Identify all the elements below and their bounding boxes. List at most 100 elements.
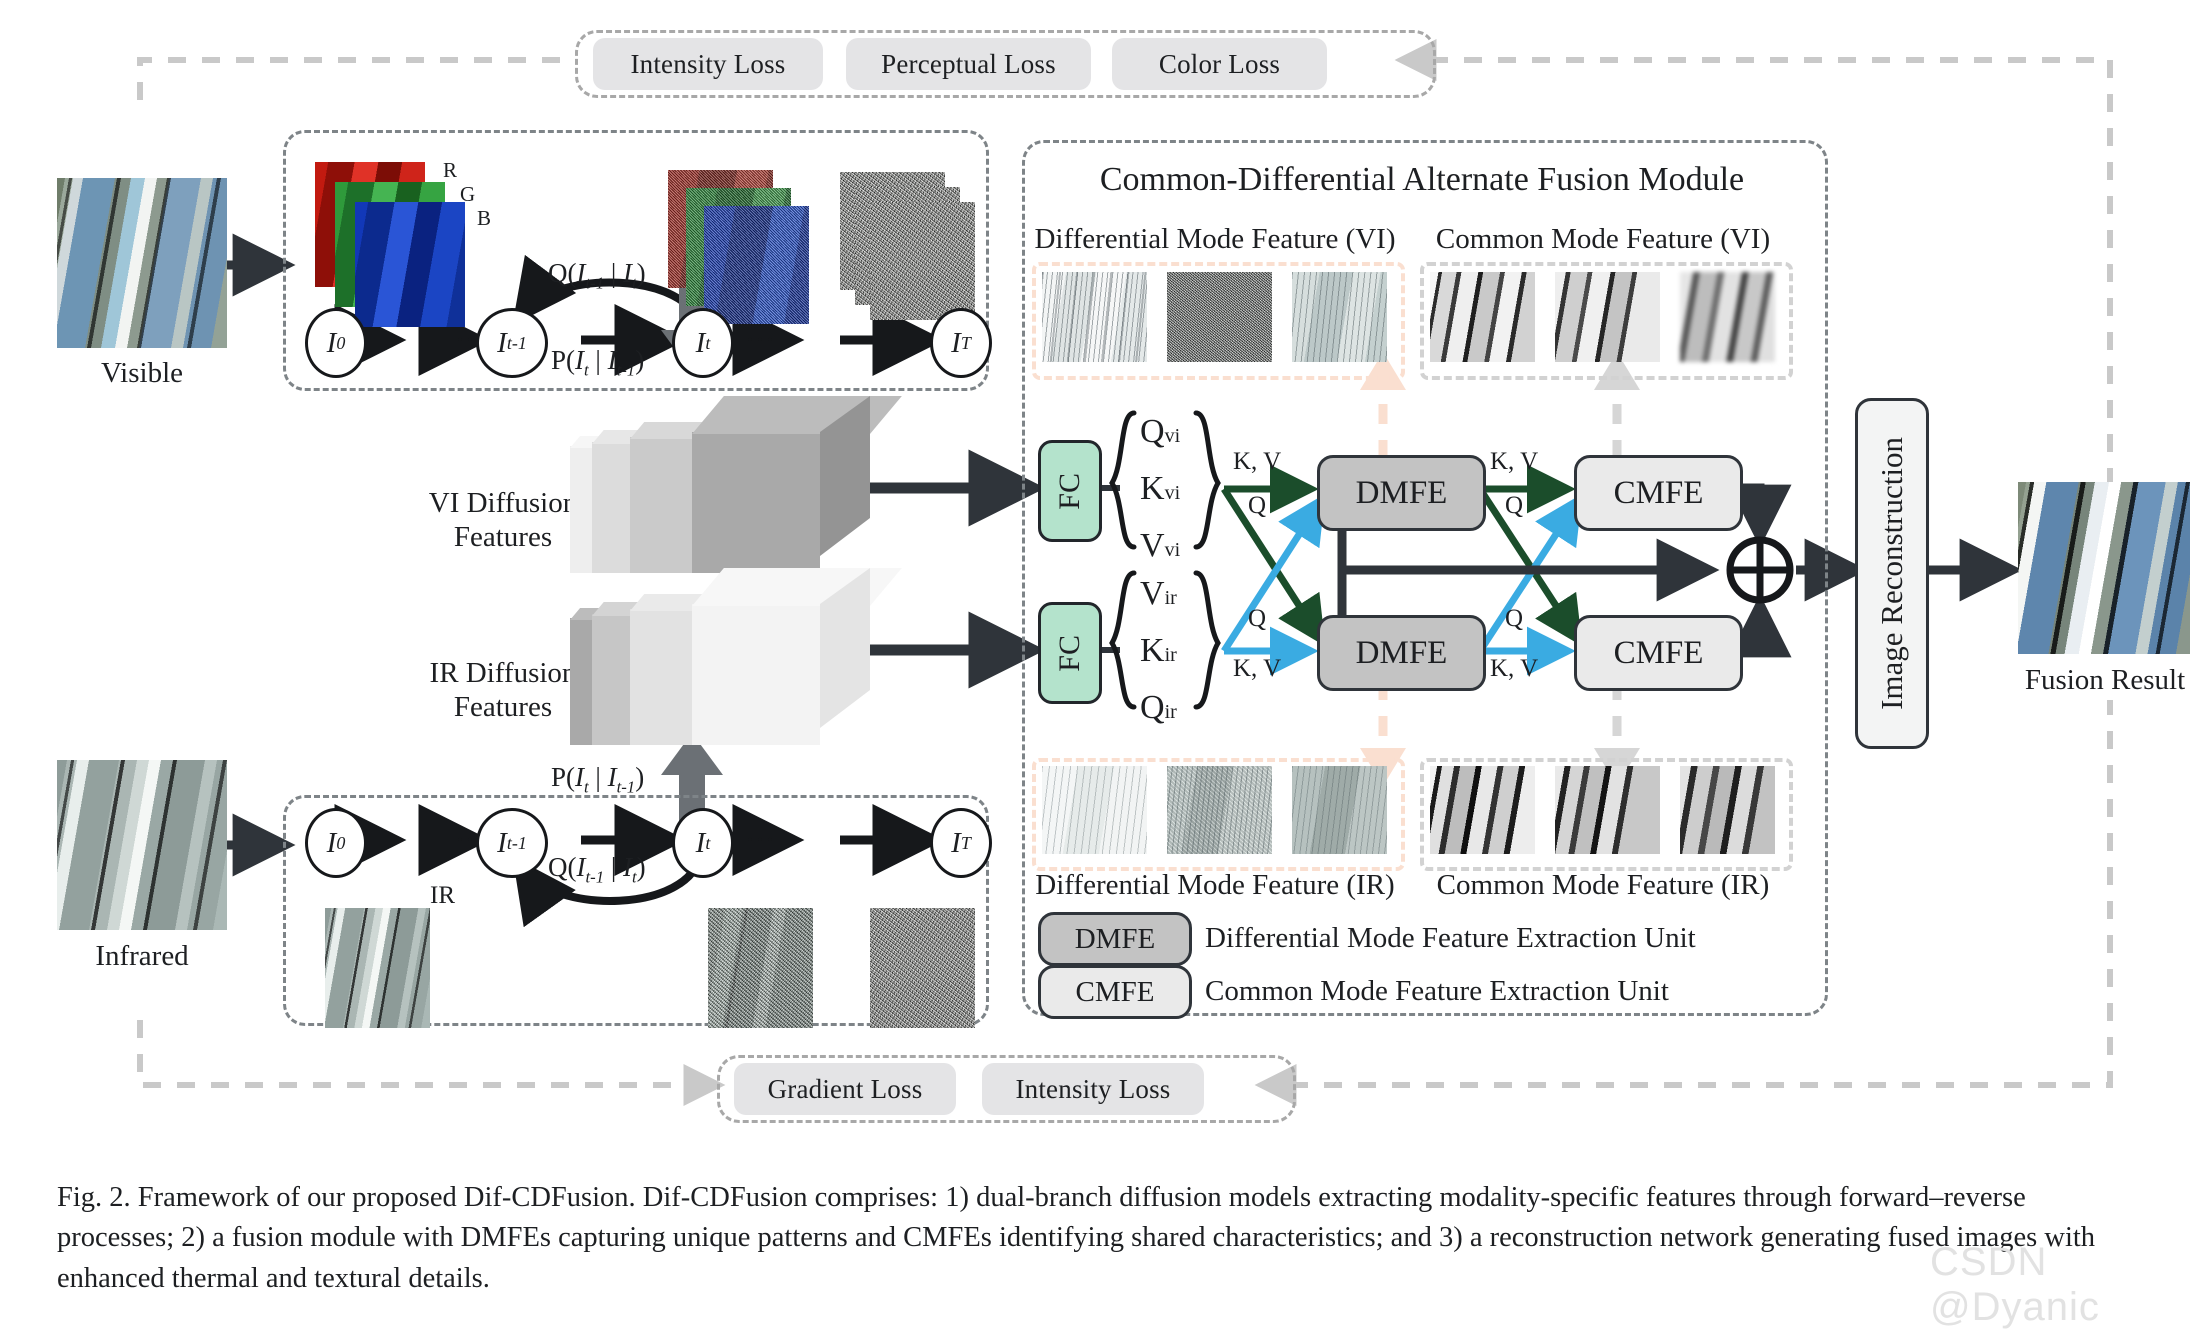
ir-branch-label: IR: [430, 882, 455, 909]
qkv-vi-V: Vvi: [1140, 527, 1180, 565]
diff-ir-strip-1: [1042, 766, 1147, 854]
label-kv-ir-dmfe: K, V: [1233, 655, 1282, 682]
figure-caption: Fig. 2. Framework of our proposed Dif-CD…: [57, 1182, 2096, 1294]
qkv-vi-V-sub: vi: [1164, 539, 1181, 561]
legend-dmfe-label: DMFE: [1074, 922, 1156, 955]
channel-label-r: R: [443, 158, 458, 182]
brace-vi-right: [1193, 410, 1221, 550]
diff-mode-feature-ir-title: Differential Mode Feature (IR): [1035, 868, 1395, 901]
ir-forward-prob-label: P(It | It-1): [551, 762, 645, 797]
loss-intensity-bottom[interactable]: Intensity Loss: [982, 1063, 1204, 1115]
common-mode-feature-vi-title: Common Mode Feature (VI): [1435, 222, 1771, 255]
qkv-ir-K-letter: K: [1140, 632, 1165, 669]
fusion-module-title: Common-Differential Alternate Fusion Mod…: [1099, 161, 1745, 198]
legend-cmfe-text: Common Mode Feature Extraction Unit: [1205, 975, 1669, 1007]
brace-vi-left: [1109, 410, 1137, 550]
label-q-vi-dmfe: Q: [1248, 492, 1267, 519]
image-reconstruction-label: Image Reconstruction: [1874, 437, 1909, 710]
dmfe-ir-label: DMFE: [1355, 634, 1448, 671]
diff-mode-feature-vi-title: Differential Mode Feature (VI): [1034, 222, 1396, 255]
label-kv-dmfe-cmfe-bottom: K, V: [1490, 655, 1539, 682]
qkv-vi-Q-letter: Q: [1140, 413, 1165, 450]
loss-intensity-top[interactable]: Intensity Loss: [593, 38, 823, 90]
diff-vi-strip-2: [1167, 272, 1272, 362]
label-q-ir-dmfe: Q: [1248, 605, 1267, 632]
legend-cmfe-box: CMFE: [1038, 965, 1192, 1019]
ir-features-label: IR Diffusion Features: [388, 650, 618, 730]
vi-channel-b: [355, 202, 465, 327]
vi-features-line2: Features: [453, 521, 553, 553]
qkv-ir-Q-letter: Q: [1140, 689, 1165, 726]
vi-features-line1: VI Diffusion: [428, 486, 578, 519]
channel-label-b: B: [477, 206, 492, 230]
diff-ir-strip-2: [1167, 766, 1272, 854]
legend-cmfe-label: CMFE: [1075, 975, 1155, 1008]
ir-clean-tile: [325, 908, 430, 1028]
qkv-braces: [1109, 410, 1221, 710]
vi-reverse-prob-label: Q(It-1 | It): [548, 258, 646, 293]
label-kv-vi-dmfe: K, V: [1233, 448, 1282, 475]
label-q-dmfe-cmfe-bottom: Q: [1505, 605, 1524, 632]
vi-feature-cube: [570, 396, 902, 573]
qkv-ir-Q: Qir: [1140, 689, 1177, 727]
qkv-ir-K-sub: ir: [1164, 644, 1177, 666]
ir-diffusion-box: [283, 795, 989, 1026]
visible-input-label: Visible: [100, 356, 184, 389]
qkv-vi-Q-sub: vi: [1164, 425, 1181, 447]
ir-feature-cube: [570, 568, 902, 745]
common-mode-feature-ir-title: Common Mode Feature (IR): [1436, 868, 1770, 901]
dmfe-vi-box[interactable]: DMFE: [1317, 455, 1486, 531]
common-ir-strip-1: [1430, 766, 1535, 854]
loss-color-top[interactable]: Color Loss: [1112, 38, 1327, 90]
qkv-vi-K-letter: K: [1140, 470, 1165, 507]
csdn-watermark: CSDN @Dyanic: [1930, 1240, 2100, 1329]
fusion-module-box: [1022, 140, 1828, 1016]
qkv-ir-V-letter: V: [1140, 575, 1165, 612]
brace-ir-right: [1193, 570, 1221, 710]
infrared-input-label: Infrared: [95, 939, 189, 972]
diff-vi-strip-1: [1042, 272, 1147, 362]
qkv-ir-V-sub: ir: [1164, 587, 1177, 609]
cmfe-ir-label: CMFE: [1613, 634, 1704, 671]
cmfe-vi-box[interactable]: CMFE: [1574, 455, 1743, 531]
qkv-ir-V: Vir: [1140, 575, 1177, 613]
common-vi-strip-3: [1680, 272, 1775, 362]
loss-gradient-bottom[interactable]: Gradient Loss: [734, 1063, 956, 1115]
common-mode-feature-ir-group: [1420, 758, 1793, 871]
diff-mode-feature-ir-group: [1032, 758, 1405, 871]
image-reconstruction-box[interactable]: Image Reconstruction: [1855, 398, 1929, 749]
diff-ir-strip-3: [1292, 766, 1387, 854]
vi-noisy-channel-b: [704, 206, 809, 324]
qkv-vi-K-sub: vi: [1164, 482, 1181, 504]
fusion-result-image: [2018, 482, 2190, 654]
common-ir-strip-3: [1680, 766, 1775, 854]
dmfe-ir-box[interactable]: DMFE: [1317, 615, 1486, 691]
cmfe-ir-box[interactable]: CMFE: [1574, 615, 1743, 691]
loss-perceptual-top[interactable]: Perceptual Loss: [846, 38, 1091, 90]
fc-vi-label: FC: [1053, 472, 1086, 510]
diff-mode-feature-vi-group: [1032, 262, 1405, 380]
fc-vi-box[interactable]: FC: [1038, 440, 1102, 542]
qkv-vi-Q: Qvi: [1140, 413, 1180, 451]
ir-features-line2: Features: [453, 691, 553, 723]
qkv-vi-V-letter: V: [1140, 527, 1165, 564]
label-q-dmfe-cmfe-top: Q: [1505, 492, 1524, 519]
infrared-input-image: [57, 760, 227, 930]
qkv-vi-K: Kvi: [1140, 470, 1180, 508]
fusion-result-label: Fusion Result: [2024, 663, 2186, 696]
vi-features-label: VI Diffusion Features: [388, 480, 618, 560]
diff-vi-strip-3: [1292, 272, 1387, 362]
brace-ir-left: [1109, 570, 1137, 710]
top-loss-group: [575, 30, 1436, 98]
label-kv-dmfe-cmfe-top: K, V: [1490, 448, 1539, 475]
fc-ir-box[interactable]: FC: [1038, 602, 1102, 704]
cmfe-vi-label: CMFE: [1613, 474, 1704, 511]
common-vi-strip-1: [1430, 272, 1535, 362]
legend-dmfe-text: Differential Mode Feature Extraction Uni…: [1205, 922, 1696, 954]
qkv-ir-K: Kir: [1140, 632, 1177, 670]
